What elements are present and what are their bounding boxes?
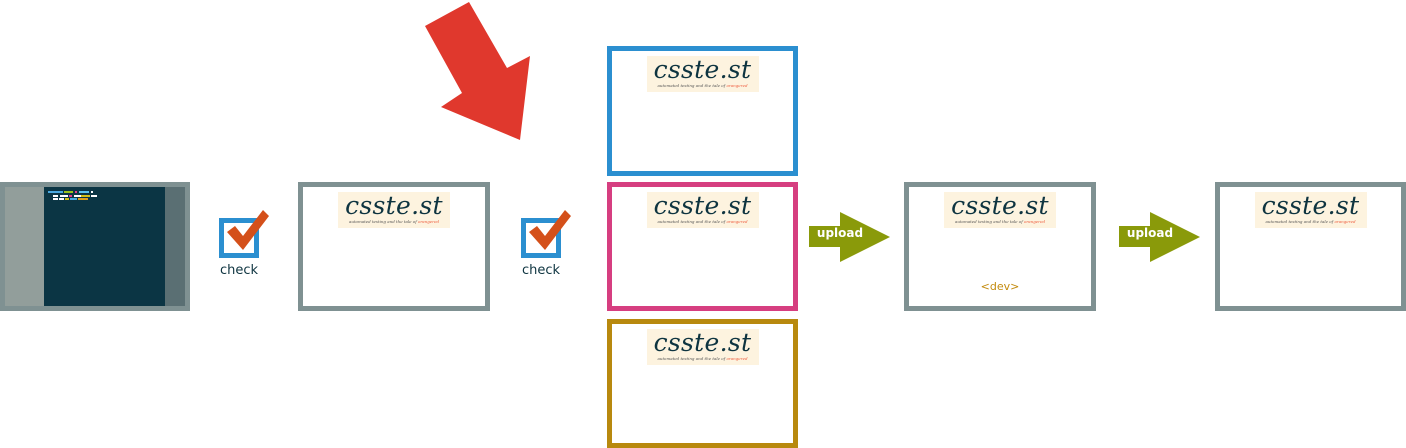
upload-arrow-2: upload: [1119, 212, 1201, 262]
checkmark-icon: [529, 210, 571, 250]
upload-label: upload: [1126, 226, 1174, 240]
site-preview-variant-pink: csste.st automated testing and the tale …: [607, 182, 798, 311]
site-logo: csste.st automated testing and the tale …: [1254, 192, 1367, 228]
checkbox-icon: [219, 218, 259, 258]
site-logo: csste.st automated testing and the tale …: [944, 192, 1056, 228]
site-preview-variant-gold: csste.st automated testing and the tale …: [607, 319, 798, 448]
code-editor-thumbnail: [0, 182, 190, 311]
check-label: check: [219, 263, 259, 278]
upload-arrow-icon: [1119, 212, 1200, 262]
upload-arrow-icon: [809, 212, 890, 262]
environment-label: <dev>: [980, 280, 1020, 293]
site-preview-local: csste.st automated testing and the tale …: [298, 182, 490, 311]
site-preview-variant-blue: csste.st automated testing and the tale …: [607, 46, 798, 176]
editor-sidebar: [5, 187, 44, 306]
site-logo: csste.st automated testing and the tale …: [338, 192, 450, 228]
check-step-1: check: [219, 210, 279, 288]
editor-panel: [165, 187, 185, 306]
upload-arrow-1: upload: [809, 212, 891, 262]
site-logo: csste.st automated testing and the tale …: [646, 192, 759, 228]
check-step-2: check: [521, 210, 581, 288]
site-logo: csste.st automated testing and the tale …: [646, 329, 759, 365]
checkmark-icon: [227, 210, 269, 250]
site-preview-production: csste.st automated testing and the tale …: [1215, 182, 1406, 311]
editor-code-area: [44, 187, 165, 306]
check-label: check: [521, 263, 561, 278]
upload-label: upload: [816, 226, 864, 240]
site-logo: csste.st automated testing and the tale …: [646, 56, 759, 92]
site-preview-dev: csste.st automated testing and the tale …: [904, 182, 1096, 311]
